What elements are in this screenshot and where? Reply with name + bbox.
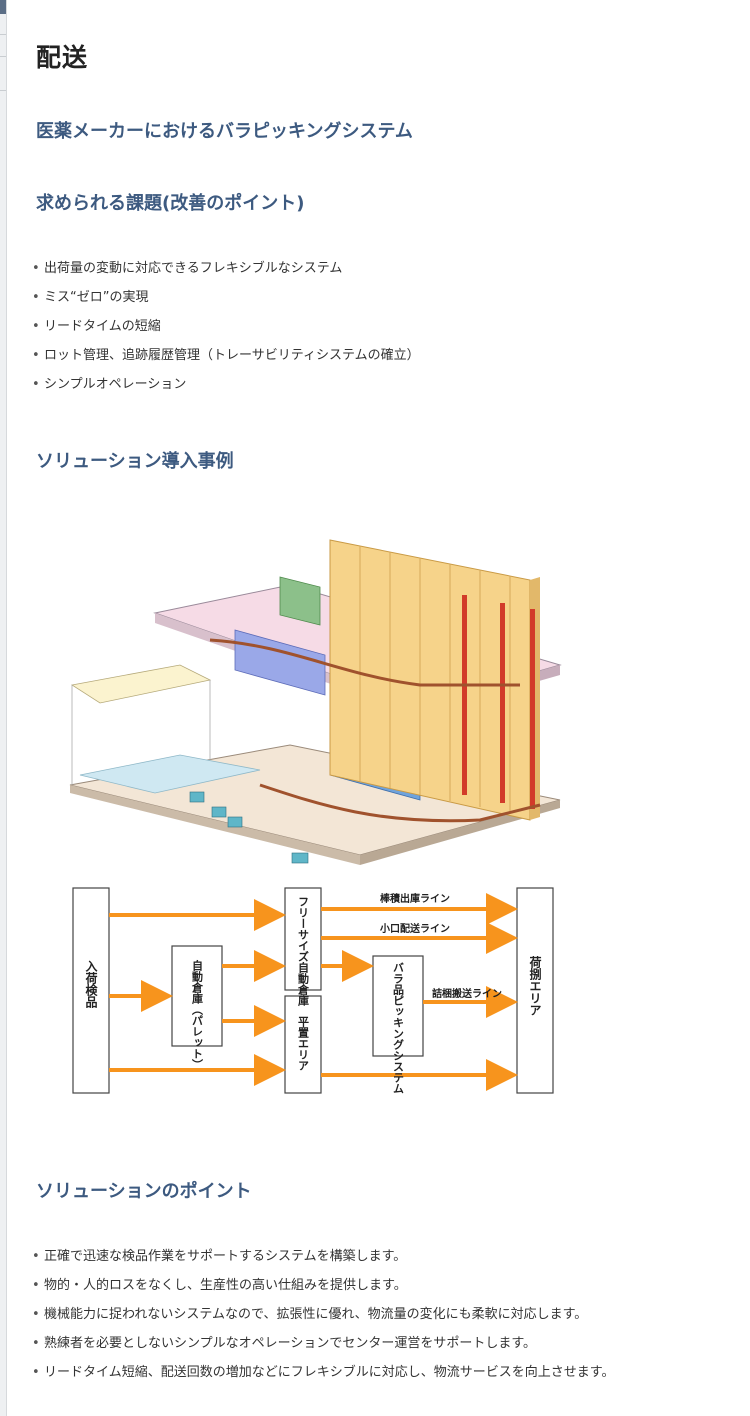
flow-arrows — [109, 893, 518, 1091]
list-item: •リードタイム短縮、配送回数の増加などにフレキシブルに対応し、物流サービスを向上… — [32, 1365, 615, 1380]
flow-diagram: 棒積出庫ライン 小口配送ライン 詰梱搬送ライン 入荷検品 自動倉庫（パレット） … — [72, 887, 554, 1094]
list-item-text: 熟練者を必要としないシンプルなオペレーションでセンター運営をサポートします。 — [44, 1336, 537, 1351]
piece-picking-label: バラ品ピッキングシステム — [392, 962, 405, 1094]
issues-heading: 求められる課題(改善のポイント) — [36, 193, 305, 214]
issues-list: •出荷量の変動に対応できるフレキシブルなシステム •ミス“ゼロ”の実現 •リード… — [32, 261, 420, 406]
sidebar-divider — [0, 90, 6, 91]
sidebar-divider — [0, 56, 6, 57]
list-item: •熟練者を必要としないシンプルなオペレーションでセンター運営をサポートします。 — [32, 1336, 537, 1351]
flat-area-box — [284, 995, 322, 1094]
list-item: •物的・人的ロスをなくし、生産性の高い仕組みを提供します。 — [32, 1278, 407, 1293]
list-item-text: ロット管理、追跡履歴管理（トレーサビリティシステムの確立） — [44, 348, 420, 363]
receiving-label: 入荷検品 — [84, 960, 98, 1009]
sidebar-top-marker — [0, 0, 6, 14]
lower-floor-edge — [360, 800, 560, 865]
auto-pallet-box — [171, 945, 223, 1047]
free-size-label: フリーサイズ自動倉庫 — [297, 896, 311, 1007]
line-label-stick: 棒積出庫ライン — [380, 892, 450, 905]
line-label-pack: 詰梱搬送ライン — [432, 987, 502, 1000]
lower-floor-edge — [70, 785, 360, 865]
solution-points-list: •正確で迅速な検品作業をサポートするシステムを構築します。 •物的・人的ロスをな… — [32, 1249, 614, 1394]
list-item: •出荷量の変動に対応できるフレキシブルなシステム — [32, 261, 343, 276]
solution-points-heading: ソリューションのポイント — [36, 1181, 252, 1202]
left-sidebar-strip — [0, 0, 7, 1416]
lower-left-area — [79, 754, 261, 794]
list-item: •ロット管理、追跡履歴管理（トレーサビリティシステムの確立） — [32, 348, 420, 363]
list-item-text: 出荷量の変動に対応できるフレキシブルなシステム — [44, 261, 343, 276]
receiving-box — [72, 887, 110, 1094]
piece-picking-box — [372, 955, 424, 1057]
list-item: •リードタイムの短縮 — [32, 319, 161, 334]
case-title-heading: 医薬メーカーにおけるバラピッキングシステム — [36, 121, 413, 142]
list-item: •機械能力に捉われないシステムなので、拡張性に優れ、物流量の変化にも柔軟に対応し… — [32, 1307, 588, 1322]
delivery-trucks — [189, 791, 309, 864]
list-item: •正確で迅速な検品作業をサポートするシステムを構築します。 — [32, 1249, 407, 1264]
conveyor-lower — [259, 783, 541, 823]
list-item: •ミス“ゼロ”の実現 — [32, 290, 149, 305]
list-item-text: 物的・人的ロスをなくし、生産性の高い仕組みを提供します。 — [44, 1278, 407, 1293]
list-item-text: ミス“ゼロ”の実現 — [44, 290, 149, 305]
automated-warehouse-racks — [329, 539, 540, 821]
list-item-text: 正確で迅速な検品作業をサポートするシステムを構築します。 — [44, 1249, 407, 1264]
list-item-text: リードタイム短縮、配送回数の増加などにフレキシブルに対応し、物流サービスを向上さ… — [44, 1365, 615, 1380]
flat-area-label: 平置エリア — [297, 1016, 310, 1071]
green-rack — [279, 576, 321, 626]
page-title: 配送 — [36, 43, 89, 72]
solution-case-heading: ソリューション導入事例 — [36, 451, 234, 472]
warehouse-illustration — [69, 539, 562, 865]
shipping-area-label: 荷捌エリア — [528, 955, 542, 1016]
conveyor-upper — [209, 638, 520, 687]
shipping-area-box — [516, 887, 554, 1094]
list-item-text: リードタイムの短縮 — [44, 319, 161, 334]
upper-left-plan — [70, 664, 212, 704]
sidebar-divider — [0, 34, 6, 35]
list-item-text: 機械能力に捉われないシステムなので、拡張性に優れ、物流量の変化にも柔軟に対応しま… — [44, 1307, 588, 1322]
auto-pallet-label: 自動倉庫（パレット） — [191, 959, 205, 1070]
line-label-small: 小口配送ライン — [379, 922, 450, 935]
list-item: •シンプルオペレーション — [32, 377, 187, 392]
list-item-text: シンプルオペレーション — [44, 377, 187, 392]
free-size-box — [284, 887, 322, 991]
